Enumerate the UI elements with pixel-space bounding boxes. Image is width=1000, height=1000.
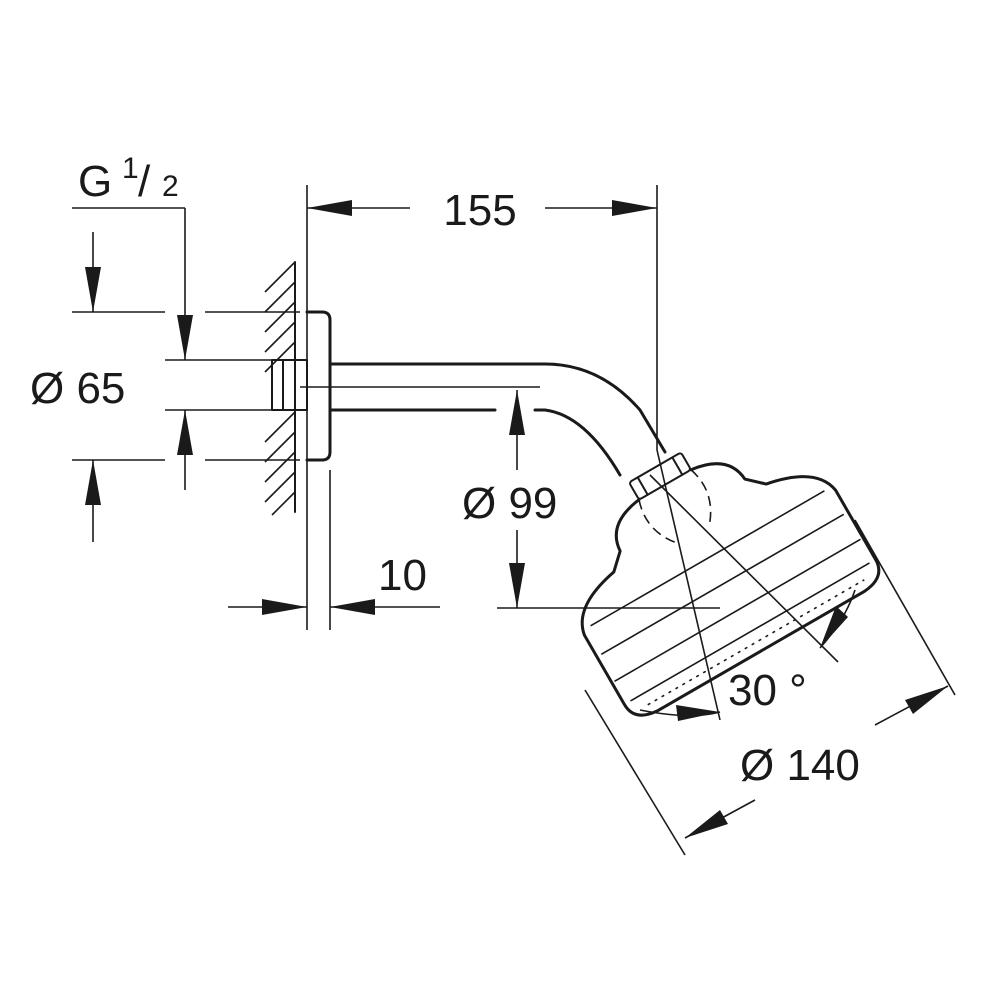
arm-length-label: 155 [443,186,516,235]
wall-flange [305,310,332,462]
dimension-thread: G 1 / 2 [72,152,272,490]
dimension-arm-length: 155 [306,185,658,630]
wall [264,261,308,516]
thread-denominator: 2 [162,170,179,203]
dimension-flange-diameter: Ø 65 [30,232,300,542]
dimension-tilt-angle: 30 ° [639,449,856,721]
tilt-angle-label: 30 ° [728,666,807,715]
thread-slash: / [138,157,151,206]
head-diameter-label: Ø 140 [740,741,860,790]
wall-offset-label: 10 [378,551,427,600]
head-drop-label: Ø 99 [462,479,557,528]
flange-diameter-label: Ø 65 [30,364,125,413]
shower-arm [300,362,667,477]
dimension-head-diameter: Ø 140 [584,519,956,856]
shower-head [580,452,881,717]
thread-numerator: 1 [122,152,139,185]
dimension-head-drop: Ø 99 [462,390,720,609]
wall-hatching [264,261,296,516]
thread-prefix: G [78,157,112,206]
dimension-wall-offset: 10 [228,470,440,630]
